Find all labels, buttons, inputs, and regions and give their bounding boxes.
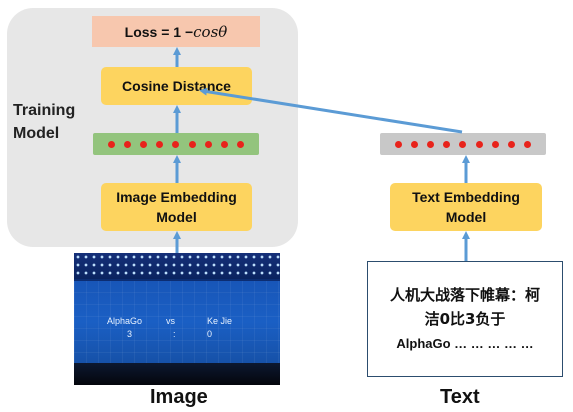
news-text-line3: AlphaGo … … … … … bbox=[396, 336, 534, 351]
scoreboard-colon: : bbox=[173, 329, 176, 339]
image-vector-dot bbox=[204, 140, 212, 148]
image-vector-dot bbox=[108, 140, 116, 148]
text-vector-dot bbox=[443, 140, 451, 148]
image-vector-dot bbox=[156, 140, 164, 148]
scoreboard-vs: vs bbox=[166, 316, 175, 326]
image-vector-dot bbox=[220, 140, 228, 148]
image-vector-dot bbox=[236, 140, 244, 148]
image-caption: Image bbox=[150, 386, 208, 408]
arrow-text-vector-to-cosine bbox=[199, 87, 463, 134]
scoreboard-score1: 3 bbox=[127, 329, 133, 339]
text-vector-dot bbox=[411, 140, 419, 148]
text-embedding-vector bbox=[380, 133, 546, 155]
loss-formula-prefix: Loss = 1 − bbox=[124, 23, 194, 40]
image-vector-dot bbox=[140, 140, 148, 148]
news-text-line2: 洁0比3负于 bbox=[424, 310, 506, 328]
scoreboard-score2: 0 bbox=[207, 329, 213, 339]
training-model-label: Training Model bbox=[13, 99, 75, 145]
text-vector-dot bbox=[475, 140, 483, 148]
training-model-label-line2: Model bbox=[13, 125, 60, 142]
loss-formula-cos-theta: cosθ bbox=[193, 22, 228, 41]
alphago-match-photo: AlphaGo vs Ke Jie 3 : 0 bbox=[74, 253, 280, 385]
image-embedding-vector bbox=[93, 133, 259, 155]
text-vector-dot bbox=[395, 140, 403, 148]
text-vector-dot bbox=[427, 140, 435, 148]
news-text-line1: 人机大战落下帷幕：柯 bbox=[389, 286, 540, 304]
image-vector-dot bbox=[124, 140, 132, 148]
scoreboard-player1: AlphaGo bbox=[107, 316, 143, 326]
text-vector-dot bbox=[507, 140, 515, 148]
text-embedding-model-box: Text Embedding Model bbox=[390, 183, 542, 231]
training-model-label-line1: Training bbox=[13, 102, 76, 119]
text-vector-dot bbox=[491, 140, 499, 148]
image-embedding-model-box: Image Embedding Model bbox=[101, 183, 252, 231]
text-embedding-model-line2: Model bbox=[445, 209, 487, 225]
news-text-box: 人机大战落下帷幕：柯 洁0比3负于 AlphaGo … … … … … bbox=[367, 261, 563, 377]
text-embedding-model-line1: Text Embedding bbox=[412, 189, 520, 205]
text-vector-dot bbox=[459, 140, 467, 148]
text-vector-dot bbox=[523, 140, 531, 148]
loss-formula-box: Loss = 1 − cosθ bbox=[92, 16, 260, 47]
cosine-distance-box: Cosine Distance bbox=[101, 67, 252, 105]
image-embedding-model-line1: Image Embedding bbox=[116, 189, 237, 205]
scoreboard-player2: Ke Jie bbox=[207, 316, 233, 326]
image-vector-dot bbox=[172, 140, 180, 148]
stage-floor bbox=[74, 363, 280, 385]
stage-lights bbox=[74, 253, 280, 279]
scoreboard-screen: AlphaGo vs Ke Jie 3 : 0 bbox=[74, 281, 280, 363]
text-caption: Text bbox=[440, 386, 480, 408]
image-embedding-model-line2: Model bbox=[156, 209, 197, 225]
image-vector-dot bbox=[188, 140, 196, 148]
